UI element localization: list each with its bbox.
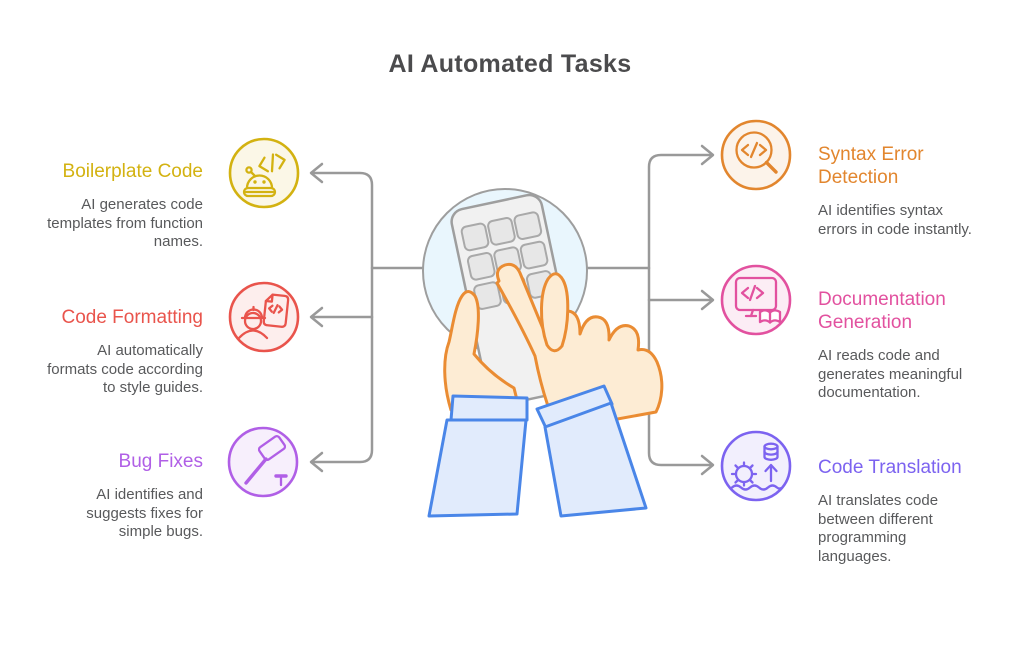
item-bug-fixes: Bug Fixes AI identifies and suggests fix… bbox=[33, 450, 203, 542]
item-title: Syntax Error Detection bbox=[818, 144, 924, 188]
arrow-right-icon bbox=[700, 289, 715, 311]
left-hand bbox=[443, 290, 522, 414]
left-sleeve bbox=[427, 418, 528, 518]
hands-device-illustration bbox=[422, 188, 664, 518]
page-title: AI Automated Tasks bbox=[388, 50, 632, 78]
item-title: Code Formatting bbox=[61, 307, 203, 328]
item-syntax-error-detection: Syntax Error Detection AI identifies syn… bbox=[818, 143, 1010, 239]
item-description: AI reads code and generates meaningful d… bbox=[818, 347, 963, 401]
item-code-formatting: Code Formatting AI automatically formats… bbox=[33, 306, 203, 398]
item-title: Documentation Generation bbox=[818, 289, 946, 333]
item-description: AI identifies and suggests fixes for sim… bbox=[86, 486, 203, 540]
item-description: AI automatically formats code according … bbox=[47, 342, 203, 396]
magnifier-code-icon bbox=[719, 118, 793, 192]
right-sleeve bbox=[543, 401, 648, 518]
connector-left bbox=[309, 162, 426, 473]
item-title: Code Translation bbox=[818, 457, 962, 478]
item-code-translation: Code Translation AI translates code betw… bbox=[818, 456, 1010, 566]
arrow-right-icon bbox=[700, 144, 715, 166]
robot-code-icon bbox=[227, 136, 301, 210]
right-thumb bbox=[539, 272, 570, 353]
connector-right bbox=[585, 144, 715, 476]
item-title: Bug Fixes bbox=[118, 451, 203, 472]
arrow-right-icon bbox=[700, 454, 715, 476]
hammer-nail-icon bbox=[226, 425, 300, 499]
item-description: AI identifies syntax errors in code inst… bbox=[818, 202, 972, 238]
item-title: Boilerplate Code bbox=[62, 161, 203, 182]
gear-database-icon bbox=[719, 429, 793, 503]
left-sleeve-cuff bbox=[449, 394, 529, 422]
arrow-left-icon bbox=[309, 306, 324, 328]
arrow-left-icon bbox=[309, 162, 324, 184]
item-description: AI translates code between different pro… bbox=[818, 492, 939, 565]
item-documentation-generation: Documentation Generation AI reads code a… bbox=[818, 288, 1010, 403]
arrow-left-icon bbox=[309, 451, 324, 473]
item-description: AI generates code templates from functio… bbox=[47, 196, 203, 250]
monitor-book-icon bbox=[719, 263, 793, 337]
engineer-document-icon bbox=[227, 280, 301, 354]
item-boilerplate-code: Boilerplate Code AI generates code templ… bbox=[33, 160, 203, 252]
